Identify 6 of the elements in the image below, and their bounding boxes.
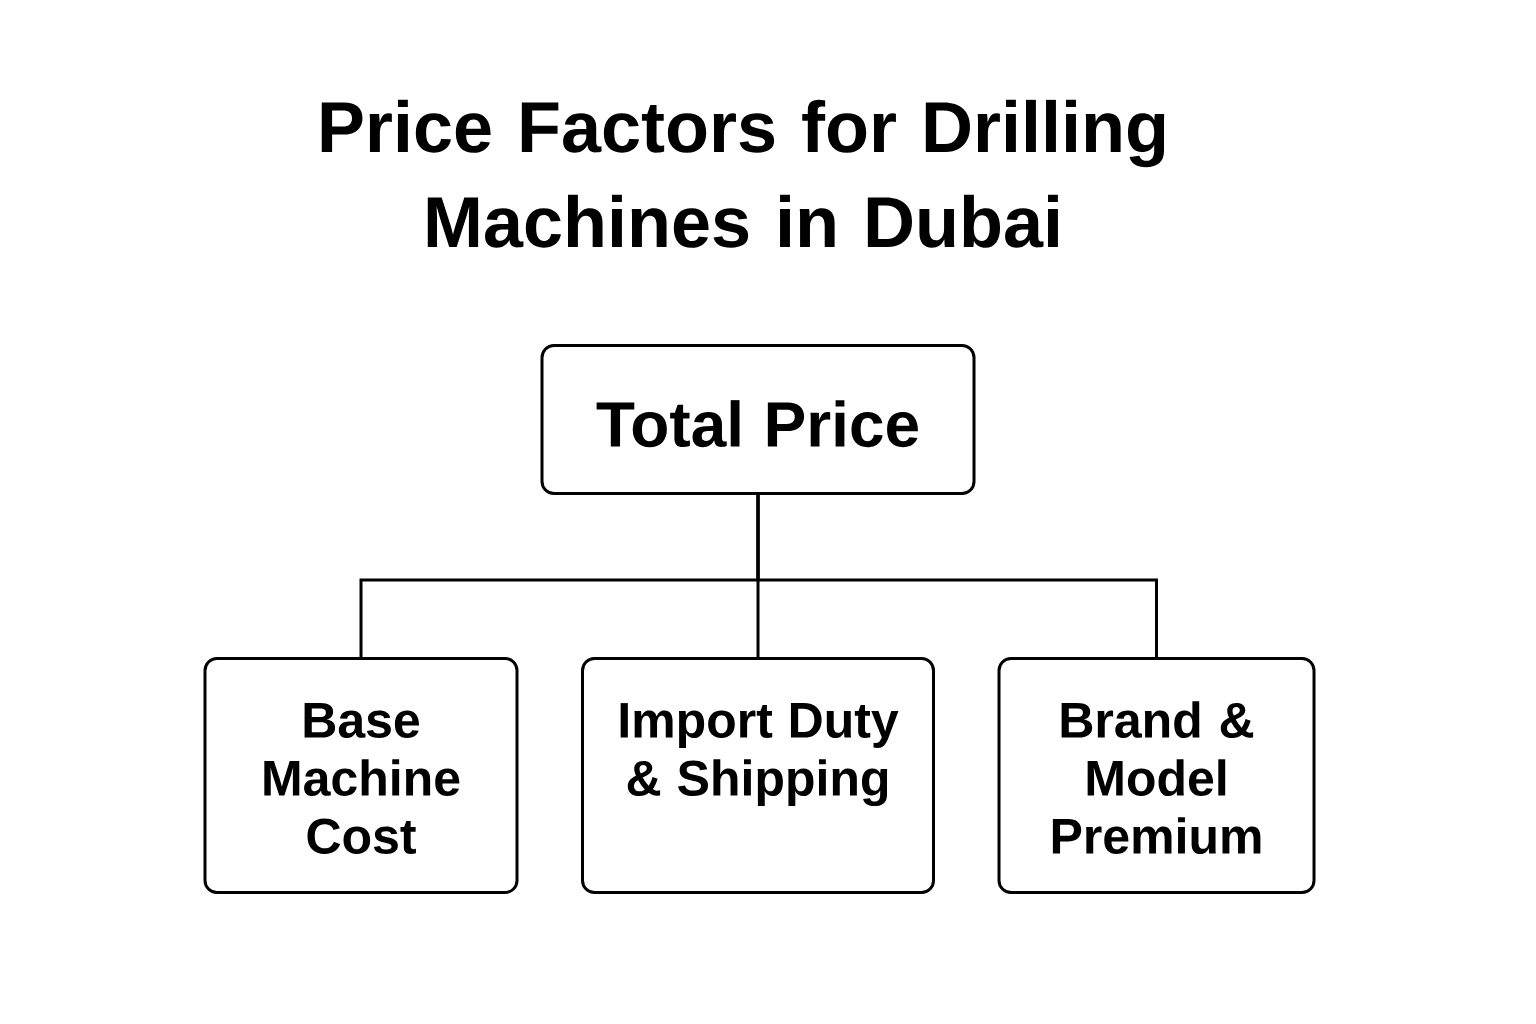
rounded-box: Total Price	[540, 344, 976, 495]
connector-line	[756, 495, 1158, 657]
rounded-box: Brand & Model Premium	[997, 657, 1316, 894]
rounded-box: Base Machine Cost	[203, 657, 519, 894]
title: Price Factors for Drilling Machines in Dubai	[321, 99, 1165, 248]
rounded-box: Import Duty & Shipping	[581, 657, 935, 894]
